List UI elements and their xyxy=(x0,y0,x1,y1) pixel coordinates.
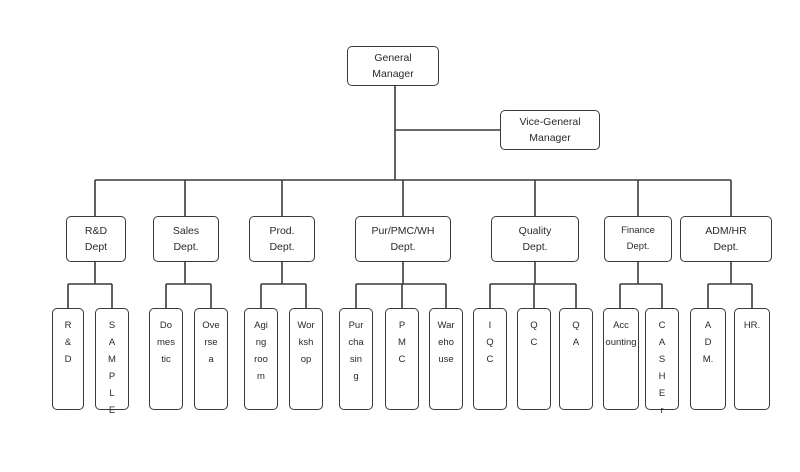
unit-oversea: Ove rse a xyxy=(194,308,228,410)
unit-aging-room: Agi ng roo m xyxy=(244,308,278,410)
unit-iqc: I Q C xyxy=(473,308,507,410)
general-manager-box: General Manager xyxy=(347,46,439,86)
dept-pur-box: Pur/PMC/WH Dept. xyxy=(355,216,451,262)
dept-quality-box: Quality Dept. xyxy=(491,216,579,262)
dept-label: R&D Dept xyxy=(84,225,108,253)
unit-sample: S A M P L E xyxy=(95,308,129,416)
unit-rd: R & D xyxy=(52,308,84,410)
dept-prod-box: Prod. Dept. xyxy=(249,216,315,262)
unit-qc: Q C xyxy=(517,308,551,410)
unit-casher: C A S H E r xyxy=(645,308,679,416)
unit-adm: A D M. xyxy=(690,308,726,410)
dept-sales-box: Sales Dept. xyxy=(153,216,219,262)
unit-workshop: Wor ksh op xyxy=(289,308,323,410)
dept-label: Sales Dept. xyxy=(172,225,200,253)
dept-finance-box: Finance Dept. xyxy=(604,216,672,262)
unit-pmc: P M C xyxy=(385,308,419,410)
dept-rd-box: R&D Dept xyxy=(66,216,126,262)
dept-label: ADM/HR Dept. xyxy=(705,225,747,253)
general-manager-label: General Manager xyxy=(372,52,414,80)
dept-label: Finance Dept. xyxy=(621,225,655,252)
unit-accounting: Acc ounting xyxy=(603,308,639,410)
unit-hr: HR. xyxy=(734,308,770,410)
unit-domestic: Do mes tic xyxy=(149,308,183,410)
dept-label: Prod. Dept. xyxy=(269,225,295,253)
dept-adm-box: ADM/HR Dept. xyxy=(680,216,772,262)
unit-qa: Q A xyxy=(559,308,593,410)
dept-label: Pur/PMC/WH Dept. xyxy=(371,225,435,253)
unit-warehouse: War eho use xyxy=(429,308,463,410)
vice-general-manager-label: Vice-General Manager xyxy=(519,116,581,144)
unit-purchasing: Pur cha sin g xyxy=(339,308,373,410)
vice-general-manager-box: Vice-General Manager xyxy=(500,110,600,150)
dept-label: Quality Dept. xyxy=(518,225,552,253)
